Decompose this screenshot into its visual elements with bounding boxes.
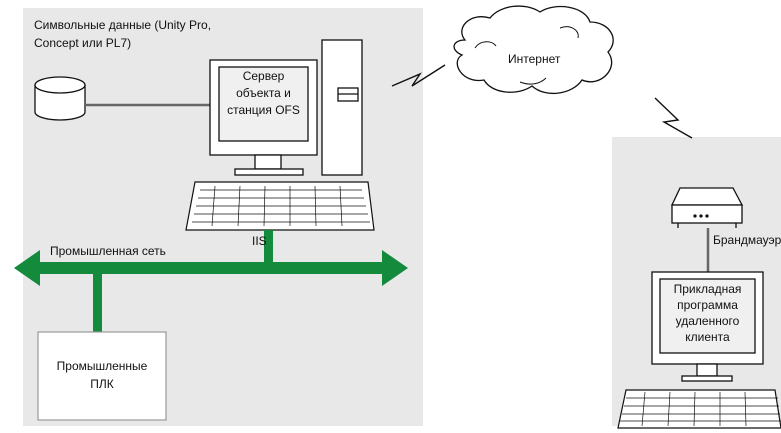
server-label: Сервер объекта и станция OFS <box>219 68 308 119</box>
lightning-link-server <box>391 64 446 87</box>
remote-client-line-1: Прикладная <box>673 282 742 296</box>
database-icon <box>34 76 86 121</box>
server-tower-icon <box>321 39 363 176</box>
lightning-link-remote <box>654 97 693 139</box>
firewall-label: Брандмауэр <box>713 233 781 247</box>
server-label-line-3: станция OFS <box>227 103 300 117</box>
server-label-line-2: объекта и <box>236 86 291 100</box>
internet-label: Интернет <box>508 52 561 66</box>
plc-label-line-1: Промышленные <box>56 359 148 373</box>
industrial-network-label: Промышленная сеть <box>50 244 166 258</box>
server-label-line-1: Сервер <box>242 69 285 83</box>
server-keyboard-icon <box>185 181 375 231</box>
industrial-network-bus <box>14 230 408 332</box>
plc-label-line-2: ПЛК <box>90 377 114 391</box>
firewall-icon <box>670 187 744 228</box>
server-monitor-icon <box>209 59 318 176</box>
remote-client-line-4: клиента <box>685 330 730 344</box>
symbolic-data-label: Символьные данные (Unity Pro, Concept ил… <box>34 16 211 52</box>
remote-monitor-icon <box>651 271 764 382</box>
iis-label: IIS <box>252 234 267 248</box>
remote-client-label: Прикладная программа удаленного клиента <box>660 281 755 345</box>
symbolic-data-line-1: Символьные данные (Unity Pro, <box>34 18 212 32</box>
plc-label: Промышленные ПЛК <box>38 357 166 393</box>
symbolic-data-line-2: Concept или PL7) <box>34 36 132 50</box>
remote-client-line-3: удаленного <box>675 314 740 328</box>
remote-client-line-2: программа <box>677 298 738 312</box>
remote-keyboard-icon <box>617 389 781 429</box>
plc-box <box>37 331 167 421</box>
